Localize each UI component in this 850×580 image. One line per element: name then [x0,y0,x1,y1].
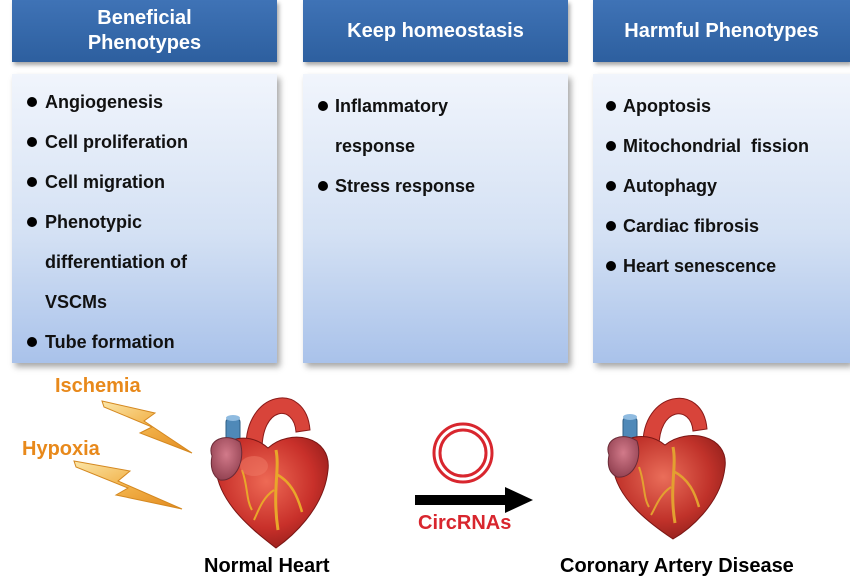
beneficial-title-line2: Phenotypes [88,31,201,56]
bullet-icon [27,137,37,147]
bullet-icon [606,141,616,151]
lightning-bolt-icon [70,455,185,515]
beneficial-list: Angiogenesis Cell proliferation Cell mig… [12,74,277,363]
circrna-ring-icon [430,420,496,486]
harmful-header: Harmful Phenotypes [593,0,850,62]
harmful-panel: Harmful Phenotypes Apoptosis Mitochondri… [593,0,850,365]
bullet-icon [318,181,328,191]
bullet-icon [606,181,616,191]
circrnas-label: CircRNAs [418,512,511,535]
homeostasis-title: Keep homeostasis [347,19,524,44]
beneficial-header: Beneficial Phenotypes [12,0,277,62]
beneficial-title-line1: Beneficial [97,6,191,31]
bullet-icon [27,97,37,107]
diseased-heart-icon [603,373,735,543]
bullet-icon [318,101,328,111]
bullet-icon [606,261,616,271]
bullet-icon [27,337,37,347]
homeostasis-list: Inflammatory response Stress response [303,74,568,363]
harmful-list: Apoptosis Mitochondrial fission Autophag… [593,74,850,363]
bullet-icon [27,177,37,187]
harmful-title: Harmful Phenotypes [624,19,818,44]
normal-heart-label: Normal Heart [204,555,330,578]
arrow-right-icon [415,485,535,515]
bullet-icon [606,221,616,231]
bullet-icon [27,217,37,227]
bullet-icon [606,101,616,111]
homeostasis-panel: Keep homeostasis Inflammatory response S… [303,0,568,365]
homeostasis-header: Keep homeostasis [303,0,568,62]
lightning-bolt-icon [100,393,195,463]
normal-heart-icon [206,370,338,550]
disease-heart-label: Coronary Artery Disease [560,555,794,578]
beneficial-panel: Beneficial Phenotypes Angiogenesis Cell … [12,0,277,365]
